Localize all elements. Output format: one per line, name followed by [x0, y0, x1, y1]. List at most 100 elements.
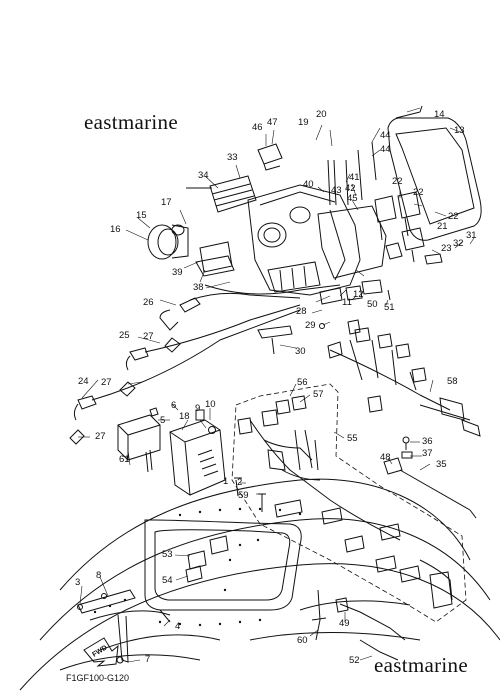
callout-number: 54: [162, 575, 173, 586]
callout-number: 26: [143, 297, 154, 308]
callout-number: 59: [238, 490, 249, 501]
watermark-top: eastmarine: [84, 110, 178, 134]
tie-60: [311, 589, 327, 641]
callout-number: 48: [380, 452, 391, 463]
callout-number: 24: [78, 376, 89, 387]
callout-number: 25: [119, 330, 130, 341]
callout-number: 9: [195, 403, 201, 414]
cable-49: [335, 597, 406, 641]
callout-number: 3: [75, 577, 81, 588]
callout-number: 22: [413, 187, 424, 198]
leader-lines: [78, 107, 475, 663]
callout-number: 21: [437, 221, 448, 232]
callout-number: 33: [227, 152, 238, 163]
callout-number: 5: [160, 415, 166, 426]
callout-number: 41: [349, 172, 360, 183]
callout-number: 30: [295, 346, 306, 357]
hull-rivets: [93, 507, 302, 627]
callout-number: 19: [298, 117, 309, 128]
harness-38-39: [195, 255, 341, 295]
callout-number: 44: [380, 130, 391, 141]
callout-number: 52: [349, 655, 360, 666]
callout-number: 8: [96, 570, 102, 581]
callout-number: 60: [297, 635, 308, 646]
sensor-cable-35: [383, 457, 477, 519]
callout-number: 45: [347, 193, 358, 204]
callout-number: 61: [119, 454, 130, 465]
watermark-bottom: eastmarine: [374, 653, 468, 677]
callout-number: 40: [303, 179, 314, 190]
cable-52: [359, 639, 399, 661]
callout-number: 44: [380, 144, 391, 155]
callout-number: 53: [162, 549, 173, 560]
callout-number: 36: [422, 436, 433, 447]
callout-number: 57: [313, 389, 324, 400]
callout-number: 47: [267, 117, 278, 128]
callout-number: 2: [237, 477, 243, 488]
callout-number: 49: [339, 618, 350, 629]
callout-number: 1: [223, 476, 229, 487]
callout-number: 12: [353, 289, 364, 300]
callout-number: 37: [422, 448, 433, 459]
bolt-36-37: [401, 436, 413, 459]
bolts-hardware: [149, 289, 391, 623]
battery-cable-58: [419, 397, 481, 437]
ignition-coil: [117, 414, 161, 473]
fuse-box: [199, 241, 233, 273]
sensor-rods: [327, 141, 377, 206]
callout-number: 42: [345, 183, 356, 194]
callout-number: 31: [466, 230, 477, 241]
callout-number: 18: [179, 411, 190, 422]
callout-number: 27: [143, 331, 154, 342]
starter-relay: [147, 224, 189, 260]
callout-number: 14: [434, 109, 445, 120]
dashed-group-outline: [231, 383, 467, 623]
electrical-box: [247, 184, 361, 296]
box-gasket: [317, 205, 387, 279]
callout-number: 22: [448, 211, 459, 222]
callout-number: 32: [453, 238, 464, 249]
callout-number: 38: [193, 282, 204, 293]
callout-number: 56: [297, 377, 308, 388]
callout-number: 46: [252, 122, 263, 133]
callout-number: 6: [171, 400, 177, 411]
spark-plug-caps: [69, 297, 201, 445]
sub-harness-55: [237, 395, 453, 609]
callout-number: 29: [305, 320, 316, 331]
sensors-cluster: [374, 191, 443, 265]
callout-number: 17: [161, 197, 172, 208]
callout-number: 4: [175, 621, 181, 632]
callout-number: 15: [136, 210, 147, 221]
cdi-unit: [169, 419, 226, 496]
callout-number: 34: [198, 170, 209, 181]
callout-number: 39: [172, 267, 183, 278]
callout-number: 7: [145, 654, 151, 665]
callout-number: 22: [392, 176, 403, 187]
clamp-30: [257, 325, 293, 355]
ht-leads: [91, 292, 301, 401]
callout-number: 28: [296, 306, 307, 317]
callout-number: 55: [347, 433, 358, 444]
callout-number: 11: [342, 297, 352, 308]
callout-number: 35: [436, 459, 447, 470]
callout-number: 50: [367, 299, 378, 310]
callout-number: 10: [205, 399, 216, 410]
hull-outline: [19, 478, 500, 691]
callout-number: 27: [95, 431, 106, 442]
fwd-arrow-icon: [83, 637, 119, 667]
callout-number: 20: [316, 109, 327, 120]
relay-46: [257, 143, 283, 171]
callout-number: 58: [447, 376, 458, 387]
mount-bracket: [77, 589, 136, 664]
callout-number: 27: [101, 377, 112, 388]
rectifier-regulator: [186, 175, 257, 213]
main-wire-harness: [327, 327, 451, 413]
callout-number: 16: [110, 224, 121, 235]
callout-number: 23: [441, 243, 452, 254]
diagram-code: F1GF100-G120: [66, 673, 130, 683]
callout-number: 43: [331, 185, 342, 196]
callout-number: 13: [454, 125, 465, 136]
electrical-box-cover: [387, 105, 482, 241]
